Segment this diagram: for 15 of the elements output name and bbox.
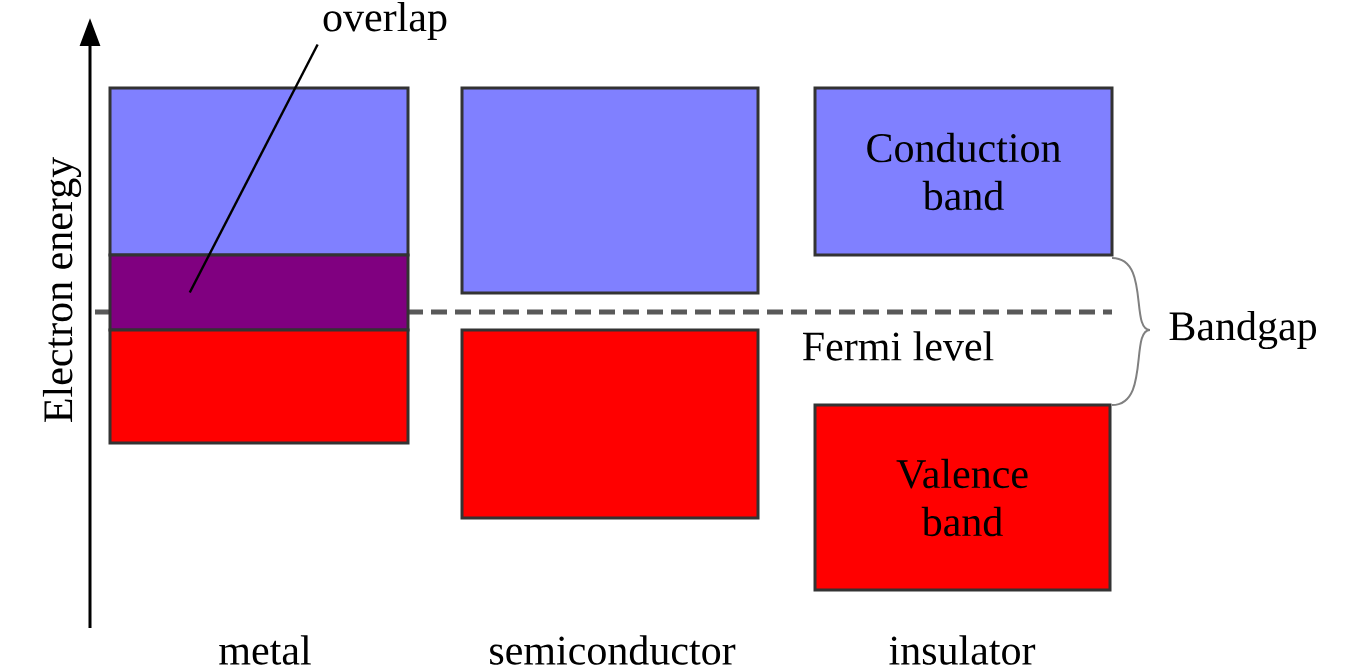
energy-band	[108, 328, 410, 445]
leader-line	[188, 43, 319, 294]
energy-band	[460, 86, 760, 295]
column-label: insulator	[889, 635, 1036, 665]
bandgap-label: Bandgap	[1169, 310, 1316, 350]
column-label: metal	[219, 635, 311, 665]
overlap-label: overlap	[323, 1, 447, 41]
energy-band	[108, 253, 410, 332]
column-label: semiconductor	[490, 635, 736, 665]
band-box: Conduction band	[813, 86, 1114, 257]
axis-label: Electron energy	[42, 157, 82, 422]
energy-band	[460, 328, 760, 520]
band-box: Valence band	[813, 403, 1112, 592]
energy-band	[108, 86, 410, 257]
fermi-level-label: Fermi level	[803, 331, 994, 361]
